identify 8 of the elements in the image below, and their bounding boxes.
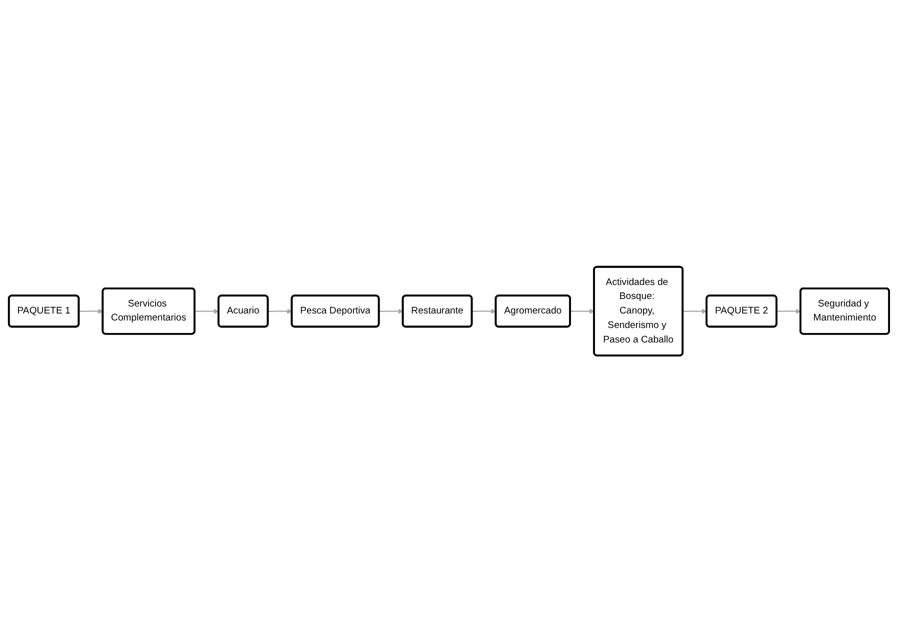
arrow [682,308,708,314]
arrow [472,308,496,314]
arrow [194,308,220,314]
arrow [776,308,801,314]
arrow [570,308,595,314]
arrow [79,308,104,314]
arrow [268,308,292,314]
arrow [379,308,404,314]
